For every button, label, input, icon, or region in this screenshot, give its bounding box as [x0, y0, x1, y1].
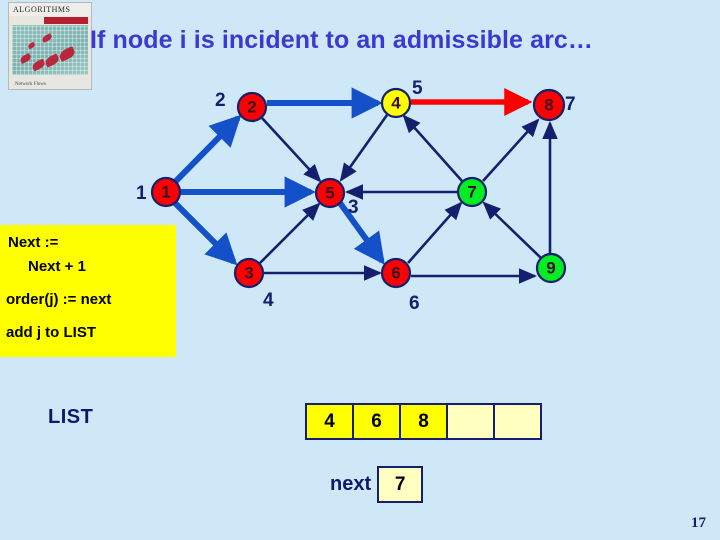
svg-text:9: 9	[546, 259, 555, 278]
edge-7-8	[482, 118, 540, 182]
node-5-order-label: 3	[348, 197, 359, 218]
edge-1-2	[172, 114, 242, 185]
svg-text:7: 7	[467, 183, 476, 202]
book-cover-thumbnail: ALGORITHMS Network Flows	[8, 2, 92, 90]
edge-group-highlight	[172, 87, 385, 266]
book-cover-title: ALGORITHMS	[13, 5, 71, 14]
node-1-order-label: 1	[136, 183, 147, 204]
pseudocode-line-1: Next :=	[8, 234, 59, 251]
next-row: next 7	[330, 466, 424, 503]
pseudocode-line-3: order(j) := next	[6, 291, 112, 308]
page-title: If node i is incident to an admissible a…	[90, 26, 594, 54]
svg-text:3: 3	[244, 264, 253, 283]
node-8-order-label: 7	[565, 94, 576, 115]
next-value-box[interactable]: 7	[377, 466, 424, 503]
svg-text:1: 1	[161, 183, 170, 202]
list-label: LIST	[48, 406, 94, 428]
node-group: 1 2 3 4 5 6 7	[150, 87, 567, 289]
node-3-order-label: 4	[263, 290, 274, 311]
edge-7-4	[402, 114, 463, 182]
list-cell-2[interactable]: 8	[399, 403, 448, 440]
svg-text:5: 5	[325, 184, 334, 203]
node-order-label-group: 1 2 4 5 3 6 7	[136, 78, 576, 314]
node-2-order-label: 2	[215, 90, 226, 111]
book-cover-photo	[12, 25, 88, 75]
pseudocode-box: Next := Next + 1 order(j) := next add j …	[0, 225, 176, 357]
node-1[interactable]: 1	[150, 176, 182, 208]
node-4-order-label: 5	[412, 78, 423, 99]
node-8[interactable]: 8	[532, 88, 566, 122]
edge-4-5	[339, 114, 389, 182]
page-number: 17	[691, 515, 706, 531]
list-cells: 4 6 8	[305, 403, 542, 440]
next-label: next	[330, 473, 372, 495]
book-cover-author: Network Flows	[15, 82, 46, 87]
svg-text:8: 8	[544, 96, 553, 115]
node-4[interactable]: 4	[380, 87, 412, 119]
edge-1-3	[172, 200, 238, 266]
node-5[interactable]: 5	[314, 177, 346, 209]
node-9[interactable]: 9	[535, 252, 567, 284]
pseudocode-line-4: add j to LIST	[6, 324, 96, 341]
list-cell-4[interactable]	[493, 403, 542, 440]
node-3[interactable]: 3	[233, 257, 265, 289]
node-2[interactable]: 2	[236, 91, 268, 123]
list-cell-3[interactable]	[446, 403, 495, 440]
book-cover-top-band: ALGORITHMS	[9, 3, 91, 16]
node-6-order-label: 6	[409, 293, 420, 314]
node-7[interactable]: 7	[456, 176, 488, 208]
svg-text:4: 4	[391, 94, 401, 113]
edge-group-dark	[259, 114, 558, 284]
list-cell-0[interactable]: 4	[305, 403, 354, 440]
edge-2-5	[261, 117, 322, 183]
node-6[interactable]: 6	[380, 257, 412, 289]
edge-9-7	[482, 201, 542, 259]
edge-6-7	[407, 201, 463, 264]
list-cell-1[interactable]: 6	[352, 403, 401, 440]
pseudocode-line-2: Next + 1	[28, 258, 86, 275]
edge-5-6	[337, 201, 385, 265]
edge-3-5	[259, 202, 321, 264]
book-cover-red-band	[44, 17, 88, 24]
svg-text:2: 2	[247, 98, 256, 117]
svg-text:6: 6	[391, 264, 400, 283]
